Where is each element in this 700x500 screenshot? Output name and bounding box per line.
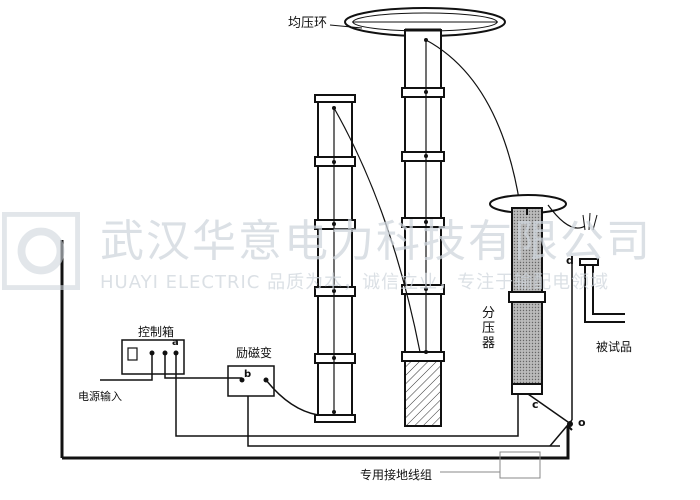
ground-node-o — [567, 421, 573, 427]
label-power-input: 电源输入 — [78, 390, 122, 403]
watermark-english: HUAYI ELECTRIC — [100, 272, 261, 293]
company-logo-icon — [2, 212, 80, 290]
terminal-o: o — [578, 416, 586, 429]
connection-dots — [332, 38, 428, 414]
ring-label-pointer — [329, 24, 363, 29]
label-ground-wire: 专用接地线组 — [360, 468, 433, 482]
label-control-box: 控制箱 — [138, 325, 175, 339]
grading-ring — [344, 7, 506, 37]
watermark-slogan: 品质为本，诚信立业，专注于输配电领域 — [267, 272, 610, 293]
label-divider: 分压器 — [482, 306, 496, 351]
hv-lead — [547, 204, 586, 229]
terminal-c: c — [532, 398, 539, 411]
main-wiring — [60, 240, 573, 460]
terminal-b: b — [244, 369, 252, 380]
ground-label-pointer — [440, 451, 541, 479]
voltage-divider — [489, 194, 567, 395]
watermark-subtitle: HUAYI ELECTRIC 品质为本，诚信立业，专注于输配电领域 — [100, 268, 609, 294]
test-object — [579, 212, 625, 323]
label-test-object: 被试品 — [596, 340, 633, 354]
terminal-d: d — [566, 254, 574, 267]
tall-reactor-column — [401, 28, 445, 427]
watermark-company: 武汉华意电力科技有限公司 — [100, 216, 652, 267]
label-exciter: 励磁变 — [236, 346, 273, 360]
terminal-a: a — [172, 337, 179, 348]
control-box — [121, 339, 185, 375]
label-grading-ring: 均压环 — [288, 16, 328, 31]
